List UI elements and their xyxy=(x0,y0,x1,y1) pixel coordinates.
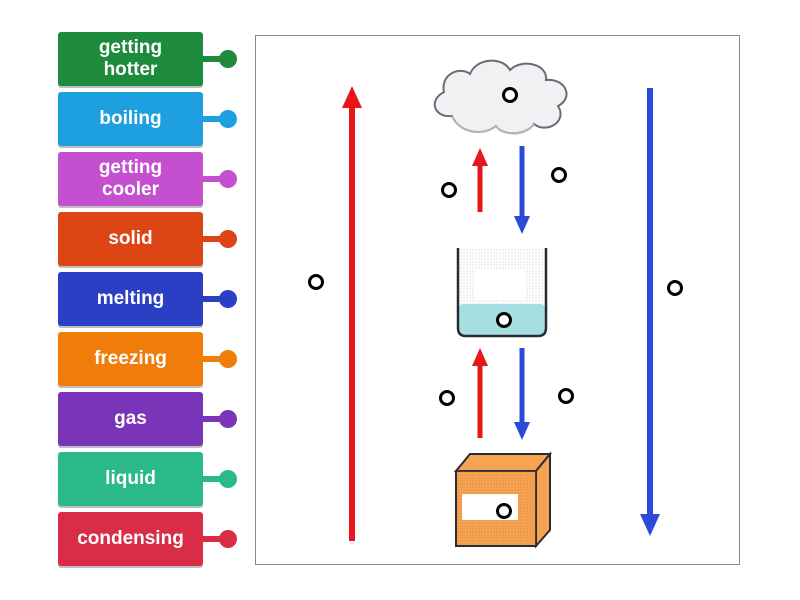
diagram-art xyxy=(342,59,660,549)
connector xyxy=(203,296,223,302)
cloud-icon xyxy=(433,59,568,135)
label-melting[interactable]: melting xyxy=(58,272,237,326)
connector-dot[interactable] xyxy=(219,230,237,248)
connector xyxy=(203,116,223,122)
label-text: condensing xyxy=(77,528,184,549)
label-condensing[interactable]: condensing xyxy=(58,512,237,566)
tile[interactable]: getting cooler xyxy=(58,152,203,206)
label-text: freezing xyxy=(94,348,167,369)
arrow-down-small xyxy=(514,348,530,440)
tile[interactable]: freezing xyxy=(58,332,203,386)
label-text: solid xyxy=(108,228,153,249)
connector-dot[interactable] xyxy=(219,170,237,188)
label-text: liquid xyxy=(105,468,156,489)
connector xyxy=(203,476,223,482)
label-boiling[interactable]: boiling xyxy=(58,92,237,146)
label-getting-hotter[interactable]: getting hotter xyxy=(58,32,237,86)
drop-target-melting[interactable] xyxy=(439,390,455,406)
connector xyxy=(203,176,223,182)
ice-block-icon xyxy=(453,451,553,549)
drop-target-gas[interactable] xyxy=(502,87,518,103)
connector xyxy=(203,56,223,62)
label-text: gas xyxy=(114,408,147,429)
arrow-down-large xyxy=(640,88,660,536)
tile[interactable]: melting xyxy=(58,272,203,326)
drop-target-liquid[interactable] xyxy=(496,312,512,328)
diagram-area xyxy=(255,35,740,565)
connector xyxy=(203,536,223,542)
label-gas[interactable]: gas xyxy=(58,392,237,446)
arrow-up-small xyxy=(472,148,488,212)
connector-dot[interactable] xyxy=(219,290,237,308)
drop-target-getting-cooler[interactable] xyxy=(667,280,683,296)
drop-target-freezing[interactable] xyxy=(558,388,574,404)
label-text: melting xyxy=(96,288,165,309)
label-text: getting hotter xyxy=(98,37,163,80)
label-liquid[interactable]: liquid xyxy=(58,452,237,506)
drop-target-boiling[interactable] xyxy=(441,182,457,198)
tile[interactable]: gas xyxy=(58,392,203,446)
tile[interactable]: liquid xyxy=(58,452,203,506)
connector-dot[interactable] xyxy=(219,50,237,68)
label-getting-cooler[interactable]: getting cooler xyxy=(58,152,237,206)
arrow-up-small xyxy=(472,348,488,438)
drop-target-solid[interactable] xyxy=(496,503,512,519)
connector xyxy=(203,356,223,362)
connector-dot[interactable] xyxy=(219,350,237,368)
arrow-up-large xyxy=(342,86,362,541)
arrow-down-small xyxy=(514,146,530,234)
connector-dot[interactable] xyxy=(219,530,237,548)
connector xyxy=(203,236,223,242)
tile[interactable]: getting hotter xyxy=(58,32,203,86)
drop-target-getting-hotter[interactable] xyxy=(308,274,324,290)
connector-dot[interactable] xyxy=(219,470,237,488)
drop-target-condensing[interactable] xyxy=(551,167,567,183)
tile[interactable]: condensing xyxy=(58,512,203,566)
connector-dot[interactable] xyxy=(219,410,237,428)
connector xyxy=(203,416,223,422)
label-text: getting cooler xyxy=(98,157,163,200)
connector-dot[interactable] xyxy=(219,110,237,128)
label-text: boiling xyxy=(99,108,162,129)
label-freezing[interactable]: freezing xyxy=(58,332,237,386)
tile[interactable]: solid xyxy=(58,212,203,266)
label-solid[interactable]: solid xyxy=(58,212,237,266)
tile[interactable]: boiling xyxy=(58,92,203,146)
